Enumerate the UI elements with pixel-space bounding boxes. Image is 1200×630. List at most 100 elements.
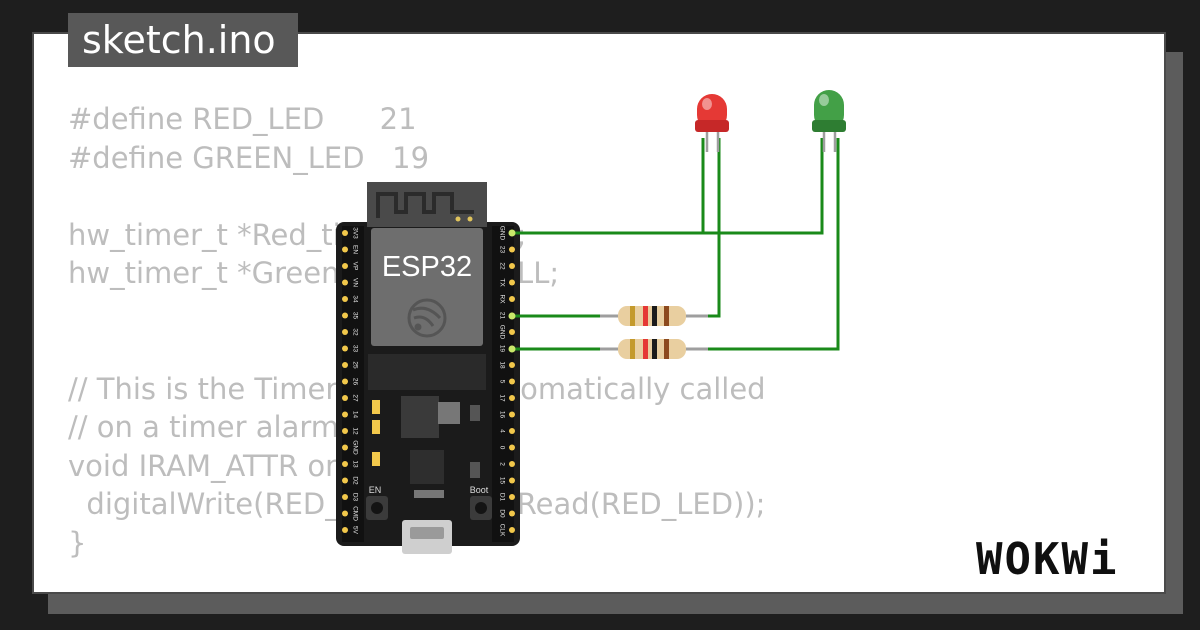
right-pin[interactable] (509, 527, 515, 533)
left-pin[interactable] (342, 378, 348, 385)
resistor-green[interactable] (600, 339, 708, 359)
left-pin-label: D2 (352, 476, 359, 485)
right-pin-label: 16 (499, 411, 506, 419)
left-pin[interactable] (342, 494, 348, 500)
left-pin[interactable] (342, 428, 348, 434)
right-pin-label: GND (499, 325, 506, 340)
right-pin[interactable] (509, 461, 515, 467)
wire-gnd-red (512, 138, 705, 235)
right-pin-label: GND (499, 226, 506, 241)
right-pin[interactable] (509, 246, 515, 253)
wire-gnd-green (703, 138, 824, 235)
green-led[interactable] (812, 90, 846, 152)
left-pin-label: 25 (352, 361, 359, 369)
right-pin-label: 0 (499, 446, 506, 450)
left-pin-label: 27 (352, 394, 359, 402)
wire-green-anode (704, 138, 840, 351)
right-pin-label: 19 (499, 345, 506, 353)
esp32-shield (371, 228, 483, 346)
left-pin-label: D3 (352, 493, 359, 502)
right-pin[interactable] (509, 477, 515, 484)
right-pin[interactable] (509, 362, 515, 368)
left-pin[interactable] (342, 395, 348, 401)
right-pin[interactable] (509, 296, 515, 302)
left-pin[interactable] (342, 510, 348, 517)
espressif-logo-icon (407, 298, 447, 338)
left-pin-label: GND (352, 440, 359, 455)
left-pin[interactable] (342, 411, 348, 418)
left-pin[interactable] (342, 230, 348, 236)
left-pin-label: 34 (352, 295, 359, 303)
boot-label: Boot (470, 485, 489, 495)
right-pin-label: CLK (499, 524, 506, 537)
usb-serial-chip (410, 450, 444, 484)
right-pin-label: D1 (499, 493, 506, 502)
right-pin-label: RX (499, 294, 506, 304)
left-pin[interactable] (342, 279, 348, 286)
right-pin[interactable] (509, 411, 515, 418)
left-pin-label: 3V3 (352, 227, 359, 239)
right-pin[interactable] (509, 510, 515, 517)
right-pin-label: D0 (499, 509, 506, 518)
left-pin-label: 5V (352, 526, 359, 535)
antenna-module (367, 182, 487, 227)
left-pin[interactable] (342, 527, 348, 533)
right-pin[interactable] (509, 444, 515, 451)
left-pin-label: 35 (352, 312, 359, 320)
wokwi-logo-text: WOKWi (976, 534, 1119, 585)
left-pin[interactable] (342, 444, 348, 451)
esp32-board[interactable]: ESP32 3V3ENVPVN343532332526271412GND13D2… (336, 182, 520, 554)
file-tab[interactable]: sketch.ino (68, 13, 298, 67)
left-pin[interactable] (342, 345, 348, 352)
left-pin-label: VN (352, 278, 359, 287)
project-preview-card[interactable] (32, 32, 1166, 594)
left-pin-label: EN (352, 245, 359, 254)
left-pin[interactable] (342, 461, 348, 467)
resistor-red[interactable] (600, 306, 708, 326)
left-pin-label: 32 (352, 328, 359, 336)
right-pin-label: 18 (499, 361, 506, 369)
left-pin[interactable] (342, 296, 348, 302)
left-pin-label: CMD (352, 506, 359, 521)
left-pin-header: 3V3ENVPVN343532332526271412GND13D2D3CMD5… (342, 227, 359, 535)
right-pin[interactable] (509, 395, 515, 401)
antenna-trace-icon (376, 192, 474, 218)
right-pin-label: 15 (499, 477, 506, 485)
right-pin-label: 17 (499, 394, 506, 402)
code-line: #define RED_LED 21 (68, 102, 417, 136)
right-pin[interactable] (509, 428, 515, 434)
left-pin[interactable] (342, 312, 348, 319)
en-label: EN (369, 485, 382, 495)
left-pin-label: 14 (352, 411, 359, 419)
regulator-chip (401, 396, 439, 438)
left-pin[interactable] (342, 246, 348, 253)
right-pin-label: 2 (499, 462, 506, 466)
left-pin-label: 26 (352, 378, 359, 386)
right-pin-label: 5 (499, 380, 506, 384)
left-pin[interactable] (342, 263, 348, 269)
right-pin-label: 4 (499, 429, 506, 433)
right-pin[interactable] (509, 279, 515, 286)
left-pin[interactable] (342, 362, 348, 368)
code-line: #define GREEN_LED 19 (68, 140, 430, 175)
wire-red-anode (704, 138, 721, 318)
right-pin-label: 22 (499, 262, 506, 270)
esp32-label: ESP32 (382, 251, 472, 283)
wires (512, 138, 840, 351)
right-pin-label: 21 (499, 312, 506, 320)
right-pin[interactable] (509, 494, 515, 500)
left-pin[interactable] (342, 477, 348, 484)
right-pin-label: TX (499, 278, 506, 287)
right-pin-label: 23 (499, 246, 506, 254)
file-tab-title: sketch.ino (82, 18, 276, 62)
left-pin-label: 33 (352, 345, 359, 353)
right-pin[interactable] (509, 378, 515, 385)
left-pin[interactable] (342, 329, 348, 335)
left-pin-label: VP (352, 262, 359, 271)
red-led[interactable] (695, 94, 729, 152)
wokwi-logo: WOKWi (976, 534, 1118, 585)
right-pin[interactable] (509, 329, 515, 335)
right-pin[interactable] (509, 263, 515, 269)
left-pin-label: 13 (352, 460, 359, 468)
